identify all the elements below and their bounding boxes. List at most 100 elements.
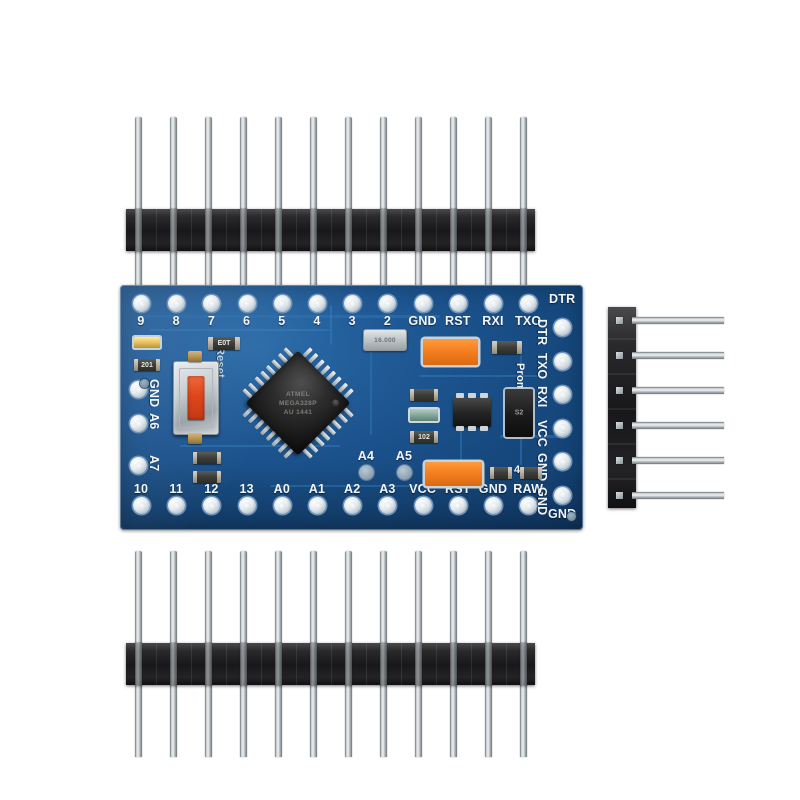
- header-pin[interactable]: [632, 456, 724, 464]
- header-pin[interactable]: [309, 209, 317, 323]
- header-pin[interactable]: [344, 209, 352, 323]
- pin-pad[interactable]: [133, 497, 150, 514]
- pin-pad[interactable]: [554, 486, 571, 504]
- pin-pad[interactable]: [133, 295, 150, 312]
- reset-tactile-switch[interactable]: [173, 361, 219, 435]
- test-pad-a5[interactable]: [397, 465, 412, 480]
- header-body[interactable]: [126, 643, 535, 685]
- header-pin[interactable]: [519, 551, 527, 685]
- header-pin[interactable]: [449, 117, 457, 251]
- pin-pad[interactable]: [554, 386, 571, 403]
- header-pin[interactable]: [204, 643, 212, 757]
- header-pin[interactable]: [414, 643, 422, 757]
- pin-pad[interactable]: [414, 295, 432, 312]
- pin-pad[interactable]: [554, 453, 571, 470]
- header-pin[interactable]: [484, 209, 492, 323]
- header-pin[interactable]: [632, 421, 724, 429]
- header-pin[interactable]: [134, 209, 142, 323]
- header-body[interactable]: [608, 307, 636, 508]
- header-pin[interactable]: [632, 351, 724, 359]
- pin-pad[interactable]: [520, 497, 538, 514]
- header-pin[interactable]: [344, 117, 352, 251]
- header-pin[interactable]: [484, 643, 492, 757]
- header-pin[interactable]: [274, 209, 282, 323]
- pin-pad[interactable]: [554, 352, 571, 370]
- pin-pad[interactable]: [309, 497, 326, 514]
- right-pin-header[interactable]: [608, 307, 734, 508]
- header-pin[interactable]: [414, 551, 422, 685]
- header-pin[interactable]: [134, 117, 142, 251]
- header-pin[interactable]: [204, 117, 212, 251]
- header-pin[interactable]: [414, 117, 422, 251]
- header-pin[interactable]: [379, 643, 387, 757]
- header-pin[interactable]: [519, 209, 527, 323]
- header-pin[interactable]: [134, 643, 142, 757]
- pin-pad[interactable]: [238, 295, 256, 312]
- pin-pad[interactable]: [485, 295, 502, 312]
- header-pin[interactable]: [519, 643, 527, 757]
- pin-pad[interactable]: [449, 295, 467, 312]
- header-pin[interactable]: [239, 643, 247, 757]
- header-pin[interactable]: [344, 551, 352, 685]
- pin-pad[interactable]: [554, 419, 571, 437]
- header-pin[interactable]: [449, 643, 457, 757]
- pin-pad[interactable]: [449, 497, 467, 514]
- pin-pad[interactable]: [554, 319, 571, 336]
- header-pin[interactable]: [632, 386, 724, 394]
- pin-pad[interactable]: [520, 295, 538, 312]
- header-pin[interactable]: [274, 551, 282, 685]
- pin-pad[interactable]: [273, 295, 291, 312]
- header-pin[interactable]: [449, 551, 457, 685]
- header-pin[interactable]: [632, 491, 724, 499]
- header-pin[interactable]: [379, 209, 387, 323]
- header-pin[interactable]: [632, 316, 724, 324]
- header-body[interactable]: [126, 209, 535, 251]
- pin-label-a0: A0: [273, 482, 290, 496]
- header-pin[interactable]: [239, 209, 247, 323]
- reset-button-plunger[interactable]: [187, 376, 205, 420]
- pin-pad[interactable]: [379, 295, 397, 312]
- header-pin[interactable]: [484, 551, 492, 685]
- header-pin[interactable]: [169, 117, 177, 251]
- header-pin[interactable]: [239, 117, 247, 251]
- header-pin[interactable]: [169, 643, 177, 757]
- header-pin[interactable]: [344, 643, 352, 757]
- pin-pad[interactable]: [344, 295, 362, 312]
- header-pin[interactable]: [204, 209, 212, 323]
- pin-pad[interactable]: [168, 497, 186, 514]
- header-pin[interactable]: [309, 551, 317, 685]
- pin-pad[interactable]: [414, 497, 432, 514]
- header-pin[interactable]: [449, 209, 457, 323]
- header-pin[interactable]: [169, 551, 177, 685]
- bottom-pin-header[interactable]: [126, 551, 535, 757]
- test-label-a5: A5: [395, 449, 413, 463]
- header-pin[interactable]: [519, 117, 527, 251]
- header-pin[interactable]: [379, 551, 387, 685]
- header-pin[interactable]: [169, 209, 177, 323]
- header-divider: [330, 209, 332, 251]
- pin-pad[interactable]: [485, 497, 502, 514]
- header-pin[interactable]: [239, 551, 247, 685]
- pin-pad[interactable]: [238, 497, 256, 514]
- header-pin[interactable]: [204, 551, 212, 685]
- pin-pad[interactable]: [273, 497, 291, 514]
- top-pin-header[interactable]: [126, 117, 535, 323]
- header-pin[interactable]: [309, 643, 317, 757]
- test-pad-a4[interactable]: [359, 465, 374, 480]
- pin-pad[interactable]: [309, 295, 326, 312]
- header-pin[interactable]: [484, 117, 492, 251]
- header-pin[interactable]: [379, 117, 387, 251]
- header-pin[interactable]: [274, 643, 282, 757]
- header-pin[interactable]: [274, 117, 282, 251]
- header-pin[interactable]: [134, 551, 142, 685]
- pin-pad[interactable]: [130, 415, 147, 432]
- pin-pad[interactable]: [168, 295, 186, 312]
- pin-pad[interactable]: [203, 295, 221, 312]
- pin-pad[interactable]: [130, 457, 147, 474]
- pin-pad[interactable]: [344, 497, 362, 514]
- header-pin[interactable]: [414, 209, 422, 323]
- pin-pad[interactable]: [379, 497, 397, 514]
- pin-pad[interactable]: [203, 497, 221, 514]
- header-pin[interactable]: [309, 117, 317, 251]
